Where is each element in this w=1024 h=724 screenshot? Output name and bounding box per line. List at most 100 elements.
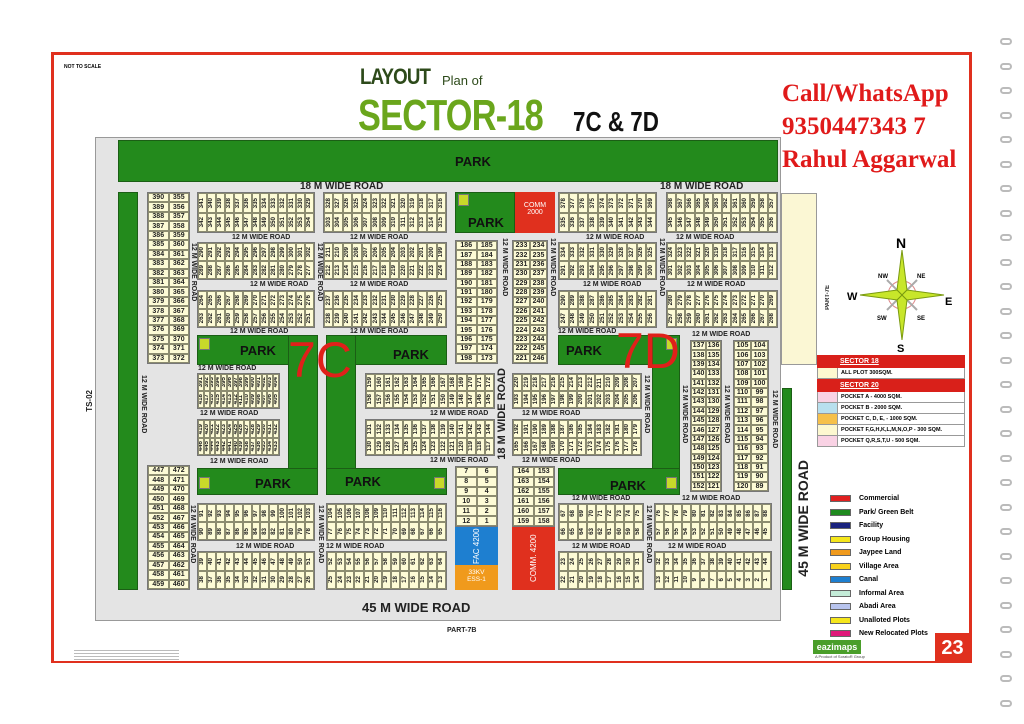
plot[interactable]: 240 (530, 297, 547, 307)
plot[interactable]: 5 (476, 476, 497, 487)
plot[interactable]: 220 (399, 261, 409, 279)
plot[interactable]: 170 (466, 374, 476, 391)
plot[interactable]: 121 (706, 481, 721, 491)
plot[interactable]: 279 (676, 291, 686, 309)
plot[interactable]: 267 (758, 309, 768, 327)
plot[interactable]: 69 (400, 522, 410, 540)
plot[interactable]: 17 (605, 570, 615, 589)
plot[interactable]: 162 (393, 374, 403, 391)
plot[interactable]: 354 (305, 212, 314, 232)
plot[interactable]: 182 (604, 420, 614, 438)
plot[interactable]: 445 (203, 437, 210, 455)
plot[interactable]: 107 (734, 359, 751, 370)
plot[interactable]: 328 (617, 243, 627, 261)
plot[interactable]: 278 (296, 261, 306, 279)
plot[interactable]: 78 (305, 522, 314, 540)
plot[interactable]: 41 (215, 552, 225, 571)
plot[interactable]: 204 (613, 391, 623, 408)
plot[interactable]: 85 (735, 504, 745, 522)
plot[interactable]: 364 (168, 278, 189, 288)
plot[interactable]: 228 (513, 287, 530, 298)
plot[interactable]: 111 (734, 397, 751, 407)
plot[interactable]: 1 (476, 516, 497, 526)
plot[interactable]: 472 (168, 466, 189, 476)
plot[interactable]: 205 (380, 243, 390, 261)
plot[interactable]: 377 (148, 315, 169, 326)
plot[interactable]: 415 (215, 391, 222, 408)
plot[interactable]: 214 (342, 261, 353, 279)
plot[interactable]: 128 (384, 437, 394, 455)
plot[interactable]: 180 (476, 287, 497, 298)
plot[interactable]: 375 (148, 334, 169, 345)
plot[interactable]: 342 (626, 212, 637, 232)
plot[interactable]: 64 (436, 552, 446, 571)
plot[interactable]: 327 (333, 193, 343, 213)
plot[interactable]: 31 (633, 552, 643, 571)
plot[interactable]: 356 (767, 212, 777, 232)
plot[interactable]: 336 (568, 212, 579, 232)
plot[interactable]: 37 (206, 570, 216, 589)
plot[interactable]: 106 (734, 350, 751, 360)
plot[interactable]: 116 (436, 504, 446, 522)
plot[interactable]: 251 (305, 309, 314, 327)
plot[interactable]: 439 (238, 437, 245, 455)
plot[interactable]: 335 (251, 193, 261, 213)
plot[interactable]: 294 (233, 243, 243, 261)
plot[interactable]: 299 (636, 261, 647, 279)
plot[interactable]: 169 (549, 437, 559, 455)
plot[interactable]: 272 (740, 291, 750, 309)
plot[interactable]: 394 (215, 374, 222, 391)
plot[interactable]: 54 (681, 522, 691, 540)
plot[interactable]: 256 (260, 309, 270, 327)
plot[interactable]: 423 (221, 420, 227, 438)
plot[interactable]: 319 (712, 243, 722, 261)
plot[interactable]: 63 (427, 552, 437, 571)
plot[interactable]: 396 (226, 374, 233, 391)
plot[interactable]: 119 (466, 437, 476, 455)
plot[interactable]: 365 (168, 287, 189, 297)
plot[interactable]: 232 (513, 250, 530, 260)
plot[interactable]: 49 (287, 552, 297, 571)
plot[interactable]: 19 (381, 570, 392, 589)
plot[interactable]: 221 (408, 261, 418, 279)
plot[interactable]: 9 (690, 570, 700, 589)
plot[interactable]: 75 (345, 522, 355, 540)
plot[interactable]: 120 (457, 437, 467, 455)
plot[interactable]: 347 (242, 212, 252, 232)
plot[interactable]: 260 (694, 309, 704, 327)
plot[interactable]: 23 (559, 552, 569, 571)
plot[interactable]: 134 (393, 420, 403, 438)
plot[interactable]: 233 (513, 241, 530, 251)
plot[interactable]: 29 (614, 552, 625, 571)
plot[interactable]: 117 (484, 437, 494, 455)
plot[interactable]: 370 (636, 193, 647, 213)
plot[interactable]: 38 (198, 570, 207, 589)
plot[interactable]: 188 (549, 420, 559, 438)
plot[interactable]: 321 (694, 243, 704, 261)
plot[interactable]: 226 (427, 291, 437, 309)
plot[interactable]: 112 (400, 504, 410, 522)
plot[interactable]: 224 (436, 261, 446, 279)
plot[interactable]: 385 (148, 240, 169, 250)
plot[interactable]: 358 (758, 193, 768, 213)
plot[interactable]: 33 (663, 552, 673, 571)
plot[interactable]: 306 (352, 212, 362, 232)
plot[interactable]: 182 (476, 269, 497, 279)
plot[interactable]: 284 (617, 291, 627, 309)
plot[interactable]: 252 (296, 309, 306, 327)
plot[interactable]: 12 (456, 516, 477, 526)
plot[interactable]: 296 (607, 261, 618, 279)
plot[interactable]: 410 (244, 391, 251, 408)
plot[interactable]: 139 (439, 420, 449, 438)
plot[interactable]: 310 (389, 212, 400, 232)
plot[interactable]: 299 (278, 243, 288, 261)
plot[interactable]: 99 (751, 387, 768, 398)
plot[interactable]: 362 (722, 193, 732, 213)
plot[interactable]: 67 (559, 504, 569, 522)
plot[interactable]: 47 (269, 552, 279, 571)
plot[interactable]: 96 (242, 504, 252, 522)
plot[interactable]: 36 (690, 552, 700, 571)
plot[interactable]: 94 (224, 504, 234, 522)
plot[interactable]: 106 (345, 504, 355, 522)
plot[interactable]: 269 (242, 291, 252, 309)
